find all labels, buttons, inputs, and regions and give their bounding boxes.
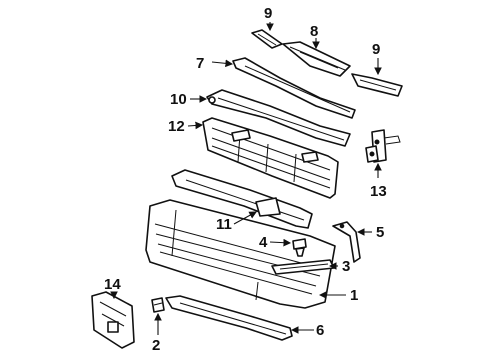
part-6-air-deflector	[165, 295, 293, 341]
leader-7	[211, 59, 234, 68]
callout-1: 1	[350, 287, 358, 304]
callout-12: 12	[168, 118, 185, 135]
callout-9-right: 9	[372, 41, 380, 58]
callout-5: 5	[376, 224, 384, 241]
callout-9-left: 9	[264, 5, 272, 22]
part-12-grille	[202, 117, 339, 199]
part-5-side-bracket	[332, 221, 361, 263]
part-1-bumper-cover	[145, 199, 336, 309]
callout-13: 13	[370, 183, 387, 200]
callout-8: 8	[310, 23, 318, 40]
callout-14: 14	[104, 276, 121, 293]
part-4-fastener	[292, 238, 307, 257]
leader-4	[269, 238, 292, 247]
callout-3: 3	[342, 258, 350, 275]
part-8-filler	[282, 41, 351, 77]
part-9-right-bracket	[351, 73, 403, 97]
part-7-upper-strip	[232, 57, 356, 119]
part-14-side-brace	[91, 291, 135, 349]
part-13-mount-bracket	[365, 129, 401, 163]
leader-lines	[110, 22, 382, 335]
part-10-impact-bar	[206, 89, 351, 147]
leader-11	[233, 211, 257, 225]
part-2-clip	[151, 297, 165, 313]
leader-12	[187, 121, 204, 130]
callout-6: 6	[316, 322, 324, 339]
part-9-left-bracket	[251, 29, 283, 49]
callout-10: 10	[170, 91, 187, 108]
part-11-lower-reinforcement	[171, 169, 313, 229]
callout-7: 7	[196, 55, 204, 72]
callout-2: 2	[152, 337, 160, 354]
callout-11: 11	[216, 216, 232, 233]
callout-4: 4	[259, 234, 268, 251]
